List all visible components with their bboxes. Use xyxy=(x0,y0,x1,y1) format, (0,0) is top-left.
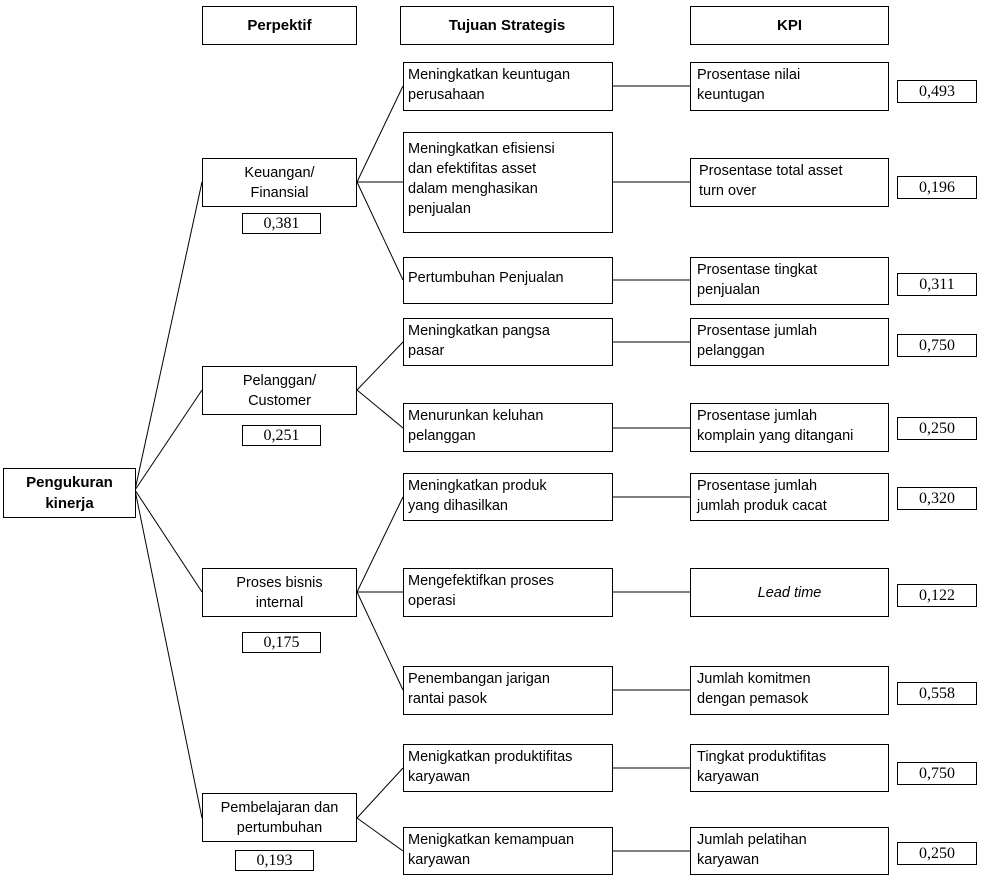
objective-box: Menigkatkan kemampuan karyawan xyxy=(403,827,613,875)
kpi-box: Prosentase jumlah komplain yang ditangan… xyxy=(690,403,889,452)
connector-root-pembelajaran xyxy=(134,489,203,819)
perspective-weight: 0,381 xyxy=(242,213,321,234)
kpi-weight: 0,196 xyxy=(897,176,977,199)
objective-box: Meningkatkan pangsa pasar xyxy=(403,318,613,366)
objective-box: Meningkatkan keuntugan perusahaan xyxy=(403,62,613,111)
header-perspective: Perpektif xyxy=(202,6,357,45)
kpi-weight: 0,250 xyxy=(897,417,977,440)
root-node: Pengukuran kinerja xyxy=(3,468,136,518)
objective-box: Menurunkan keluhan pelanggan xyxy=(403,403,613,452)
kpi-box: Prosentase jumlah jumlah produk cacat xyxy=(690,473,889,521)
connector-root-pelanggan xyxy=(134,389,203,491)
connector-root-proses xyxy=(134,489,203,593)
objective-box: Meningkatkan produk yang dihasilkan xyxy=(403,473,613,521)
kpi-box: Prosentase nilai keuntugan xyxy=(690,62,889,111)
objective-box: Meningkatkan efisiensi dan efektifitas a… xyxy=(403,132,613,233)
kpi-box: Jumlah pelatihan karyawan xyxy=(690,827,889,875)
perspective-pelanggan: Pelanggan/ Customer xyxy=(202,366,357,415)
kpi-box: Prosentase total asset turn over xyxy=(690,158,889,207)
header-objective: Tujuan Strategis xyxy=(400,6,614,45)
perspective-weight: 0,193 xyxy=(235,850,314,871)
kpi-weight: 0,750 xyxy=(897,334,977,357)
connector-root-keuangan xyxy=(134,181,203,491)
kpi-weight: 0,493 xyxy=(897,80,977,103)
objective-box: Mengefektifkan proses operasi xyxy=(403,568,613,617)
perspective-weight: 0,251 xyxy=(242,425,321,446)
kpi-weight: 0,750 xyxy=(897,762,977,785)
header-kpi: KPI xyxy=(690,6,889,45)
perspective-proses: Proses bisnis internal xyxy=(202,568,357,617)
objective-box: Menigkatkan produktifitas karyawan xyxy=(403,744,613,792)
kpi-box: Prosentase jumlah pelanggan xyxy=(690,318,889,366)
kpi-weight: 0,250 xyxy=(897,842,977,865)
objective-box: Penembangan jarigan rantai pasok xyxy=(403,666,613,715)
kpi-box: Tingkat produktifitas karyawan xyxy=(690,744,889,792)
kpi-box: Jumlah komitmen dengan pemasok xyxy=(690,666,889,715)
objective-box: Pertumbuhan Penjualan xyxy=(403,257,613,304)
kpi-weight: 0,122 xyxy=(897,584,977,607)
kpi-weight: 0,311 xyxy=(897,273,977,296)
kpi-weight: 0,320 xyxy=(897,487,977,510)
kpi-box: Prosentase tingkat penjualan xyxy=(690,257,889,305)
kpi-box: Lead time xyxy=(690,568,889,617)
perspective-weight: 0,175 xyxy=(242,632,321,653)
kpi-weight: 0,558 xyxy=(897,682,977,705)
perspective-pembelajaran: Pembelajaran dan pertumbuhan xyxy=(202,793,357,842)
perspective-keuangan: Keuangan/ Finansial xyxy=(202,158,357,207)
